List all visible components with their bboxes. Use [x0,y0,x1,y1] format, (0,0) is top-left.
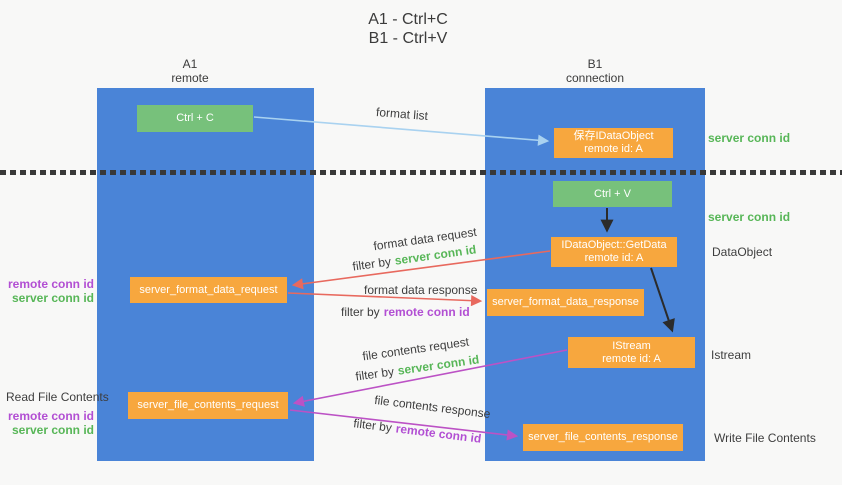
getdata-line1: IDataObject::GetData [561,239,667,251]
ctrl-v-label: Ctrl + V [594,187,631,200]
lifeline-b1-role: connection [565,71,625,85]
idataobject-getdata-box: IDataObject::GetData remote id: A [551,237,677,267]
dataobject-label: DataObject [712,245,773,259]
left-conn-id-block-bottom: remote conn id server conn id [8,409,94,437]
title-line-a1: A1 - Ctrl+C [368,11,448,28]
ctrl-c-label: Ctrl + C [176,112,214,124]
ctrl-v-box: Ctrl + V [553,181,672,207]
dotted-separator-line [0,170,842,175]
file-contents-response-arrow [289,409,519,441]
remote-conn-id-label: remote conn id [8,277,95,291]
format-data-response-arrow [287,292,483,307]
format-data-request-arrow [291,250,551,290]
server-conn-id-label: server conn id [11,291,94,305]
read-file-contents-label: Read File Contents [6,390,109,404]
remote-conn-id-label: remote conn id [8,409,95,423]
lifeline-a1-name: A1 [182,57,198,71]
lifeline-header-a1: A1 remote [82,57,298,85]
format-response-label: server_format_data_response [492,296,639,308]
ctrl-c-box: Ctrl + C [137,105,253,132]
server-format-data-response-box: server_format_data_response [487,289,644,316]
title-line-b1: B1 - Ctrl+V [368,30,448,47]
getdata-line2: remote id: A [584,252,644,264]
format-list-arrow [253,116,550,146]
file-response-label: server_file_contents_response [528,431,678,443]
save-idataobject-line1: 保存IDataObject [573,130,654,142]
server-conn-id-label: server conn id [11,423,94,437]
write-file-contents-label: Write File Contents [714,431,816,445]
filter-by-text: filter by [341,305,380,319]
left-conn-id-block-top: remote conn id server conn id [8,277,94,305]
getdata-to-istream-arrow [650,267,675,333]
istream-line2: remote id: A [602,352,661,365]
diagram-title: A1 - Ctrl+C B1 - Ctrl+V [308,10,508,48]
istream-line1: IStream [612,339,651,352]
lifeline-a1-role: remote [171,71,209,85]
right-server-conn-id-top: server conn id [708,131,791,145]
file-request-label: server_file_contents_request [137,399,279,411]
istream-box: IStream remote id: A [568,337,695,368]
format-request-label: server_format_data_request [139,283,278,296]
file-contents-request-arrow [292,349,568,407]
server-format-data-request-box: server_format_data_request [130,277,287,303]
lifeline-header-b1: B1 connection [485,57,705,85]
format-data-response-label: format data response [364,283,478,297]
server-file-contents-request-box: server_file_contents_request [128,392,288,419]
istream-side-label: Istream [711,348,752,362]
right-server-conn-id-mid: server conn id [708,210,791,224]
lifeline-b1-name: B1 [587,57,603,71]
remote-conn-id-text: remote conn id [383,305,470,319]
server-file-contents-response-box: server_file_contents_response [523,424,683,451]
save-idataobject-line2: remote id: A [584,143,643,155]
save-idataobject-box: 保存IDataObject remote id: A [554,128,673,158]
